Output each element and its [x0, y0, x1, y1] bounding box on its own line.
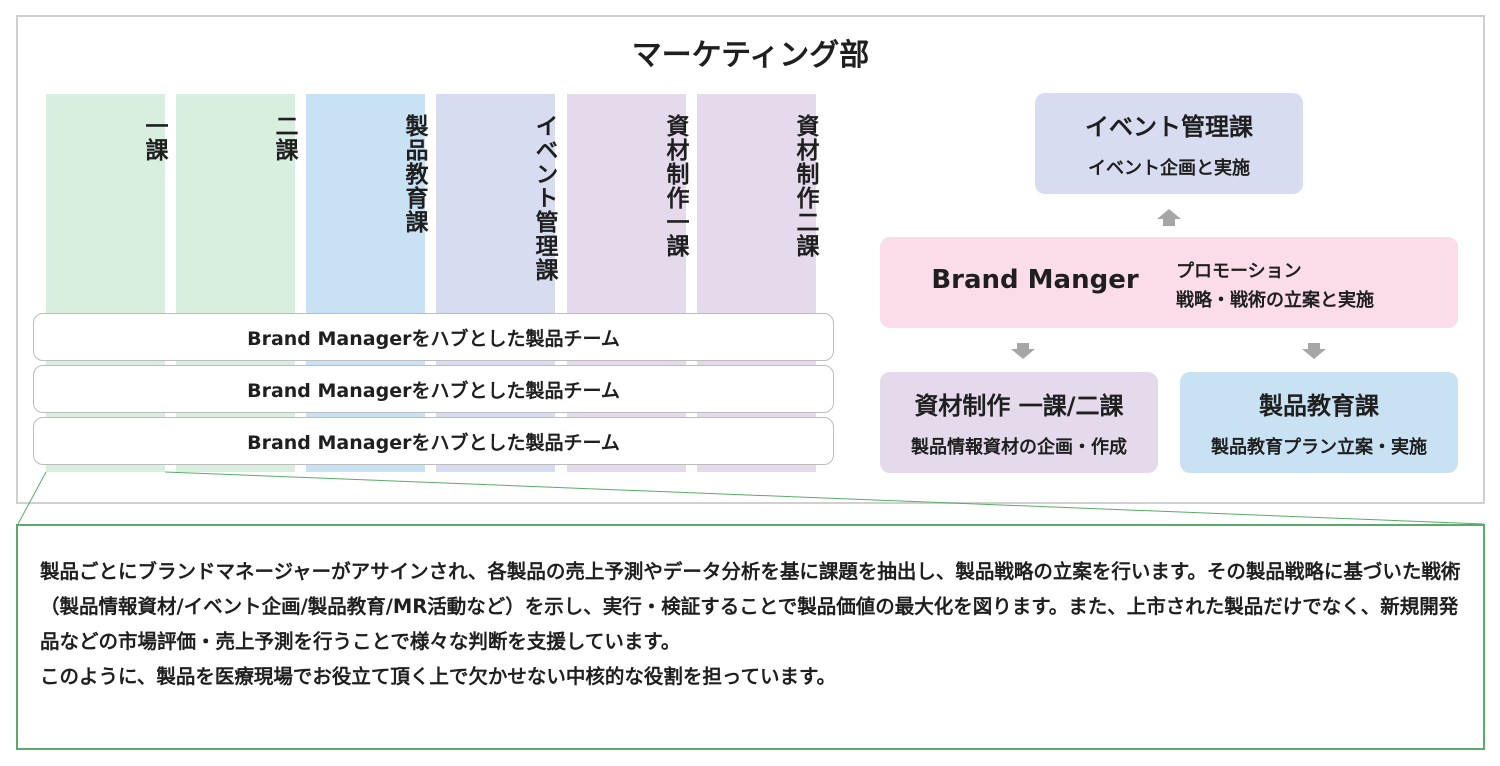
- column-label: 資材制作一課: [662, 114, 688, 258]
- description-paragraph: このように、製品を医療現場でお役立て頂く上で欠かせない中核的な役割を担っています…: [40, 665, 836, 688]
- marketing-department-frame: [16, 15, 1485, 504]
- description-paragraph: 製品ごとにブランドマネージャーがアサインされ、各製品の売上予測やデータ分析を基に…: [40, 560, 1461, 653]
- event-management-box: イベント管理課 イベント企画と実施: [1035, 93, 1303, 194]
- column-label: 二課: [271, 114, 297, 162]
- column-label: 製品教育課: [401, 114, 427, 234]
- arrow-down-icon: [1011, 343, 1035, 359]
- product-team-bar: Brand Managerをハブとした製品チーム: [33, 417, 834, 465]
- box-title: 資材制作 一課/二課: [914, 392, 1124, 420]
- product-education-box: 製品教育課 製品教育プラン立案・実施: [1180, 372, 1458, 473]
- description-box: 製品ごとにブランドマネージャーがアサインされ、各製品の売上予測やデータ分析を基に…: [16, 524, 1485, 750]
- box-title: 製品教育課: [1259, 392, 1379, 420]
- product-team-bar: Brand Managerをハブとした製品チーム: [33, 365, 834, 413]
- brand-manager-title: Brand Manger: [931, 265, 1139, 295]
- brand-desc-line: プロモーション: [1176, 261, 1302, 282]
- box-subtitle: 製品情報資材の企画・作成: [911, 437, 1127, 458]
- column-label: イベント管理課: [531, 114, 557, 282]
- department-title: マーケティング部: [631, 38, 870, 73]
- product-team-bar: Brand Managerをハブとした製品チーム: [33, 313, 834, 361]
- brand-desc-line: 戦略・戦術の立案と実施: [1176, 290, 1374, 311]
- box-subtitle: 製品教育プラン立案・実施: [1211, 437, 1427, 458]
- material-production-box: 資材制作 一課/二課 製品情報資材の企画・作成: [880, 372, 1158, 473]
- arrow-down-icon: [1302, 343, 1326, 359]
- callout-line-right: [164, 471, 1485, 525]
- box-subtitle: イベント企画と実施: [1088, 158, 1250, 179]
- callout-line-left: [17, 471, 47, 525]
- brand-manager-description: プロモーション 戦略・戦術の立案と実施: [1176, 257, 1374, 315]
- column-label: 一課: [141, 114, 167, 162]
- brand-manager-box: Brand Manger プロモーション 戦略・戦術の立案と実施: [880, 237, 1458, 328]
- arrow-up-icon: [1157, 209, 1181, 226]
- column-label: 資材制作二課: [792, 114, 818, 258]
- box-title: イベント管理課: [1085, 113, 1253, 141]
